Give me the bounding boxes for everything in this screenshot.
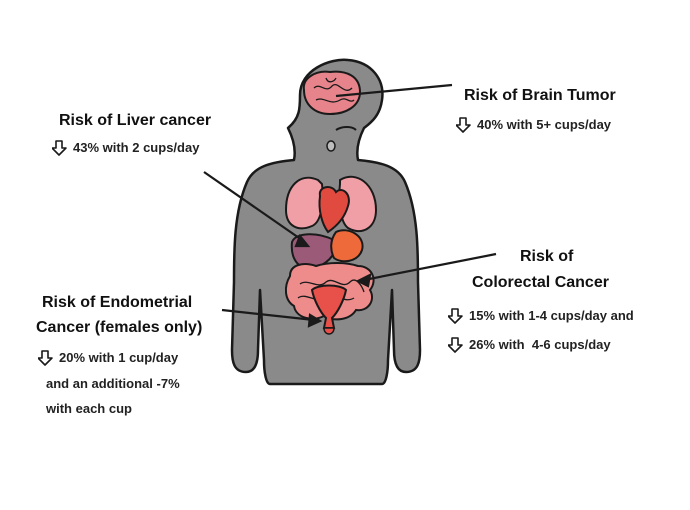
endometrial-stat-line1: 20% with 1 cup/day	[59, 350, 179, 365]
uterus-organ	[310, 284, 348, 329]
heart-organ	[318, 186, 350, 234]
colorectal-title-line1: Risk of	[520, 248, 574, 265]
liver-pointer	[203, 171, 303, 241]
colorectal-title-line2: Colorectal Cancer	[472, 274, 609, 291]
endometrial-stat-line3: with each cup	[46, 401, 132, 416]
endometrial-stat: 20% with 1 cup/day	[38, 349, 178, 366]
endometrial-stat-line2: and an additional -7%	[46, 376, 180, 391]
colorectal-stat-1-text: 15% with 1-4 cups/day and	[469, 308, 634, 323]
endometrial-pointer	[221, 308, 315, 322]
colorectal-pointer	[363, 252, 497, 282]
brain-tumor-stat: 40% with 5+ cups/day	[456, 116, 611, 133]
brain-organ	[302, 70, 362, 116]
stomach-organ	[330, 229, 364, 263]
endometrial-title-line1: Risk of Endometrial	[42, 294, 193, 311]
down-arrow-icon	[448, 336, 463, 353]
liver-cancer-title: Risk of Liver cancer	[59, 112, 212, 129]
brain-tumor-title: Risk of Brain Tumor	[464, 87, 616, 104]
brain-tumor-stat-text: 40% with 5+ cups/day	[477, 117, 612, 132]
down-arrow-icon	[38, 349, 53, 366]
down-arrow-icon	[448, 307, 463, 324]
colorectal-stat-2-text: 26% with 4-6 cups/day	[469, 337, 611, 352]
brain-pointer	[335, 83, 453, 98]
endometrial-title-line2: Cancer (females only)	[36, 319, 203, 336]
down-arrow-icon	[456, 116, 471, 133]
liver-cancer-stat: 43% with 2 cups/day	[52, 139, 199, 156]
colorectal-stat-1: 15% with 1-4 cups/day and	[448, 307, 634, 324]
down-arrow-icon	[52, 139, 67, 156]
colorectal-stat-2: 26% with 4-6 cups/day	[448, 336, 611, 353]
liver-cancer-stat-text: 43% with 2 cups/day	[73, 140, 200, 155]
